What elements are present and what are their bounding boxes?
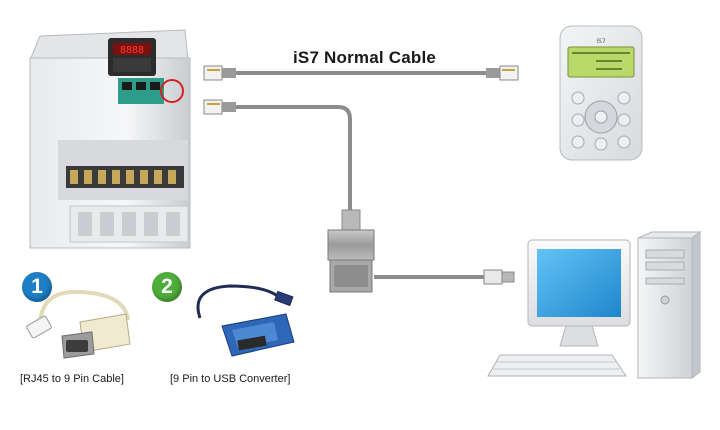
- rj45-port-highlight: [160, 79, 184, 103]
- caption-9pin-to-usb: [9 Pin to USB Converter]: [170, 373, 291, 385]
- caption-rj45-to-9pin: [RJ45 to 9 Pin Cable]: [20, 373, 124, 385]
- serial-cable: [236, 105, 484, 279]
- step-badge-1: 1: [22, 272, 52, 302]
- rj45-plug-top: [203, 65, 236, 81]
- rj45-plug-bottom: [203, 99, 236, 115]
- rj45-to-9pin-cable: [26, 289, 131, 359]
- keypad-brand: iS7: [596, 38, 605, 45]
- rj45-plug-keypad: [486, 65, 519, 81]
- keypad-lcd: [567, 46, 635, 78]
- svg-text:8888: 8888: [120, 45, 144, 56]
- cable-title: iS7 Normal Cable: [293, 48, 437, 67]
- 9pin-to-usb-converter: [196, 284, 295, 357]
- inverter: 8888: [29, 29, 191, 249]
- computer: [487, 231, 702, 379]
- step-badge-2: 2: [152, 272, 182, 302]
- tower: [637, 237, 693, 379]
- db9-connector: [327, 209, 375, 293]
- keypad: iS7: [559, 25, 643, 161]
- usb-plug: [483, 269, 515, 285]
- keyboard: [487, 354, 627, 377]
- monitor-screen: [537, 249, 621, 317]
